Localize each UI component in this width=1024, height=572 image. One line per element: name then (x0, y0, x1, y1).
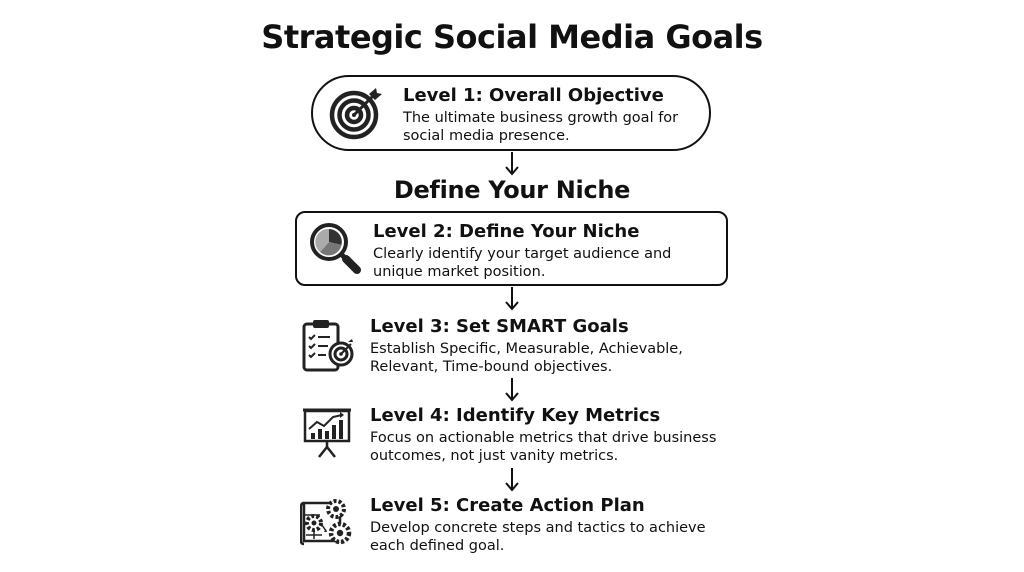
level-5-heading: Level 5: Create Action Plan (370, 495, 645, 516)
arrow-down-icon (504, 152, 520, 176)
level-4-description-line-2: outcomes, not just vanity metrics. (370, 448, 619, 464)
page-title: Strategic Social Media Goals (261, 18, 763, 56)
level-4-heading: Level 4: Identify Key Metrics (370, 405, 661, 426)
arrow-down-icon (504, 287, 520, 311)
level-2-description-line-2: unique market position. (373, 264, 546, 280)
arrow-down-icon (504, 378, 520, 402)
magnifier-pie-icon (307, 221, 361, 275)
level-1-description-line-1: The ultimate business growth goal for (403, 110, 679, 126)
level-1-heading: Level 1: Overall Objective (403, 85, 664, 106)
section-subtitle: Define Your Niche (393, 176, 631, 204)
level-5-description-line-2: each defined goal. (370, 538, 505, 554)
level-3-item: Level 3: Set SMART Goals Establish Speci… (298, 316, 758, 380)
presentation-chart-icon (300, 405, 354, 459)
level-1-description-line-2: social media presence. (403, 128, 570, 144)
blueprint-gears-icon (300, 495, 354, 549)
arrow-down-icon (504, 468, 520, 492)
level-1-box: Level 1: Overall Objective The ultimate … (311, 75, 711, 151)
level-3-heading: Level 3: Set SMART Goals (370, 316, 629, 337)
level-4-description-line-1: Focus on actionable metrics that drive b… (370, 430, 717, 446)
level-4-item: Level 4: Identify Key Metrics Focus on a… (298, 405, 758, 469)
level-5-item: Level 5: Create Action Plan Develop conc… (298, 495, 758, 559)
level-2-description-line-1: Clearly identify your target audience an… (373, 246, 672, 262)
level-3-description-line-2: Relevant, Time-bound objectives. (370, 359, 613, 375)
level-5-description-line-1: Develop concrete steps and tactics to ac… (370, 520, 706, 536)
level-2-box: Level 2: Define Your Niche Clearly ident… (295, 211, 728, 286)
target-icon (329, 86, 383, 140)
clipboard-target-icon (300, 318, 354, 372)
level-3-description-line-1: Establish Specific, Measurable, Achievab… (370, 341, 683, 357)
level-2-heading: Level 2: Define Your Niche (373, 221, 640, 242)
